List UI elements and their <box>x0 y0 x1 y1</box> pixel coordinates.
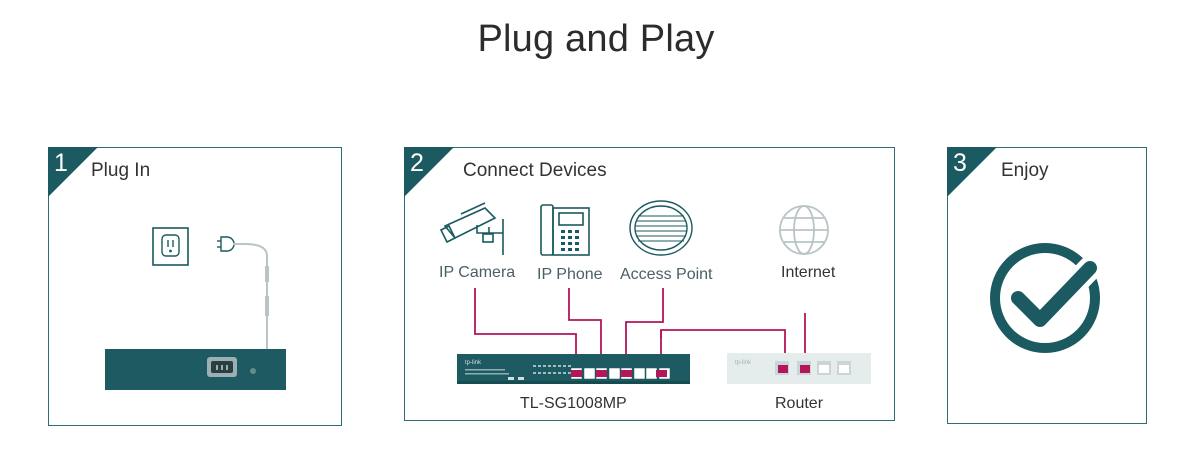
switch-front-panel: tp-link <box>457 354 690 384</box>
step-panel-plug-in: 1 Plug In <box>48 147 342 426</box>
step-number: 1 <box>54 149 68 177</box>
svg-text:tp-link: tp-link <box>735 360 752 366</box>
step-label: Enjoy <box>1001 160 1049 181</box>
plug-in-illustration <box>105 227 286 390</box>
step-number: 3 <box>953 149 967 177</box>
step-panel-enjoy: 3 Enjoy <box>947 147 1147 424</box>
ip-phone-icon <box>540 204 590 256</box>
power-plug-icon <box>217 236 269 350</box>
step-badge <box>48 147 98 197</box>
step-label: Plug In <box>91 160 151 181</box>
power-outlet-icon <box>152 227 189 266</box>
step-badge <box>947 147 997 197</box>
step-panel-connect-devices: 2 Connect Devices <box>404 147 895 421</box>
globe-icon <box>779 205 829 255</box>
switch-label: TL-SG1008MP <box>520 395 627 412</box>
ip-phone-label: IP Phone <box>537 266 603 283</box>
step-badge <box>404 147 454 197</box>
access-point-label: Access Point <box>620 266 713 283</box>
router-label: Router <box>775 395 824 412</box>
access-point-icon <box>629 200 693 256</box>
ip-camera-label: IP Camera <box>439 264 516 281</box>
internet-label: Internet <box>781 264 836 281</box>
switch-rear-panel <box>105 349 286 390</box>
page-title: Plug and Play <box>477 18 715 60</box>
router-front-panel: tp-link <box>727 353 871 384</box>
network-cables <box>474 288 806 370</box>
svg-text:tp-link: tp-link <box>465 360 482 366</box>
connect-devices-illustration: tp-link tp- <box>439 200 871 384</box>
step-number: 2 <box>410 149 424 177</box>
step-label: Connect Devices <box>463 160 607 181</box>
ip-camera-icon <box>439 202 504 255</box>
checkmark-circle-icon <box>990 243 1102 353</box>
